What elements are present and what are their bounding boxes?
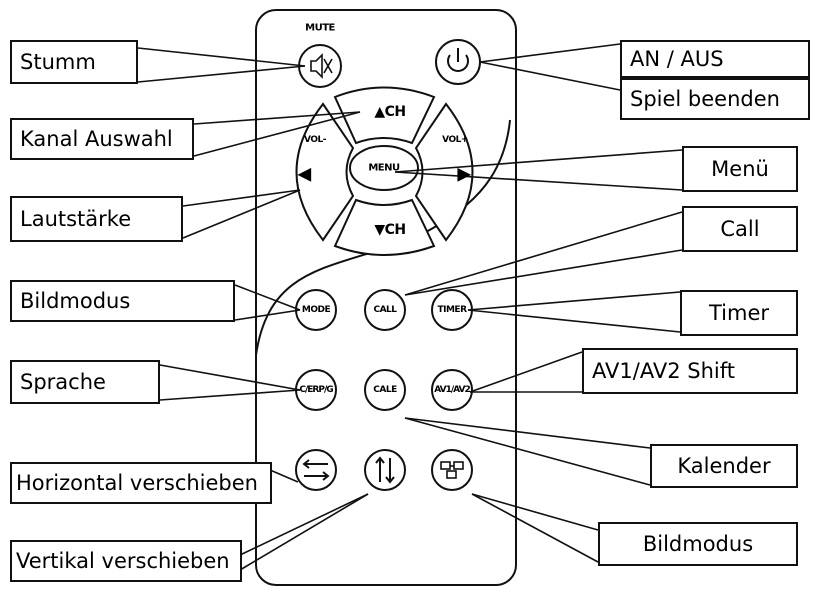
label-call: Call xyxy=(682,206,798,252)
power-icon xyxy=(447,54,469,72)
call-button[interactable]: CALL xyxy=(373,305,397,315)
vol-plus-button[interactable]: ▶ xyxy=(457,163,471,185)
label-lautstaerke: Lautstärke xyxy=(10,196,183,242)
label-stumm: Stumm xyxy=(10,40,138,84)
vol-minus-button[interactable]: ◀ xyxy=(297,163,311,185)
label-menue: Menü xyxy=(682,146,798,192)
label-av-shift: AV1/AV2 Shift xyxy=(582,348,798,394)
mute-label: MUTE xyxy=(305,22,335,34)
label-kalender: Kalender xyxy=(650,444,798,488)
mute-button-outline xyxy=(298,44,342,88)
label-vertikal: Vertikal verschieben xyxy=(10,540,242,582)
label-spiel-beenden: Spiel beenden xyxy=(620,78,810,120)
horizontal-arrows-icon xyxy=(302,459,330,481)
vol-minus-segment xyxy=(295,102,355,242)
cerpg-button[interactable]: C/ERP/G xyxy=(299,385,333,395)
vol-minus-label: VOL- xyxy=(304,135,326,145)
label-horizontal: Horizontal verschieben xyxy=(10,462,272,504)
vol-plus-segment xyxy=(414,102,474,242)
label-bildmodus-left: Bildmodus xyxy=(10,280,235,322)
ch-down-button[interactable]: ▼CH xyxy=(374,222,406,238)
ch-up-segment xyxy=(333,86,436,145)
av-button[interactable]: AV1/AV2 xyxy=(434,385,470,395)
callout-lines xyxy=(137,43,683,571)
timer-button[interactable]: TIMER xyxy=(437,305,467,315)
cale-button[interactable]: CALE xyxy=(373,385,397,395)
label-timer: Timer xyxy=(680,290,798,336)
label-an-aus: AN / AUS xyxy=(620,40,810,78)
remote-body xyxy=(255,9,517,586)
mode-button[interactable]: MODE xyxy=(301,305,331,315)
label-bildmodus-right: Bildmodus xyxy=(598,522,798,566)
vol-plus-label: VOL+ xyxy=(442,135,468,145)
label-kanal-auswahl: Kanal Auswahl xyxy=(10,118,194,160)
vertical-arrows-icon xyxy=(375,456,395,484)
menu-button-outline xyxy=(349,145,419,191)
speaker-muted-icon xyxy=(310,53,333,79)
ch-down-segment xyxy=(333,198,436,256)
label-sprache: Sprache xyxy=(10,360,160,404)
grid-icon xyxy=(440,461,464,479)
ch-up-button[interactable]: ▲CH xyxy=(374,104,406,120)
menu-button[interactable]: MENU xyxy=(368,162,400,174)
